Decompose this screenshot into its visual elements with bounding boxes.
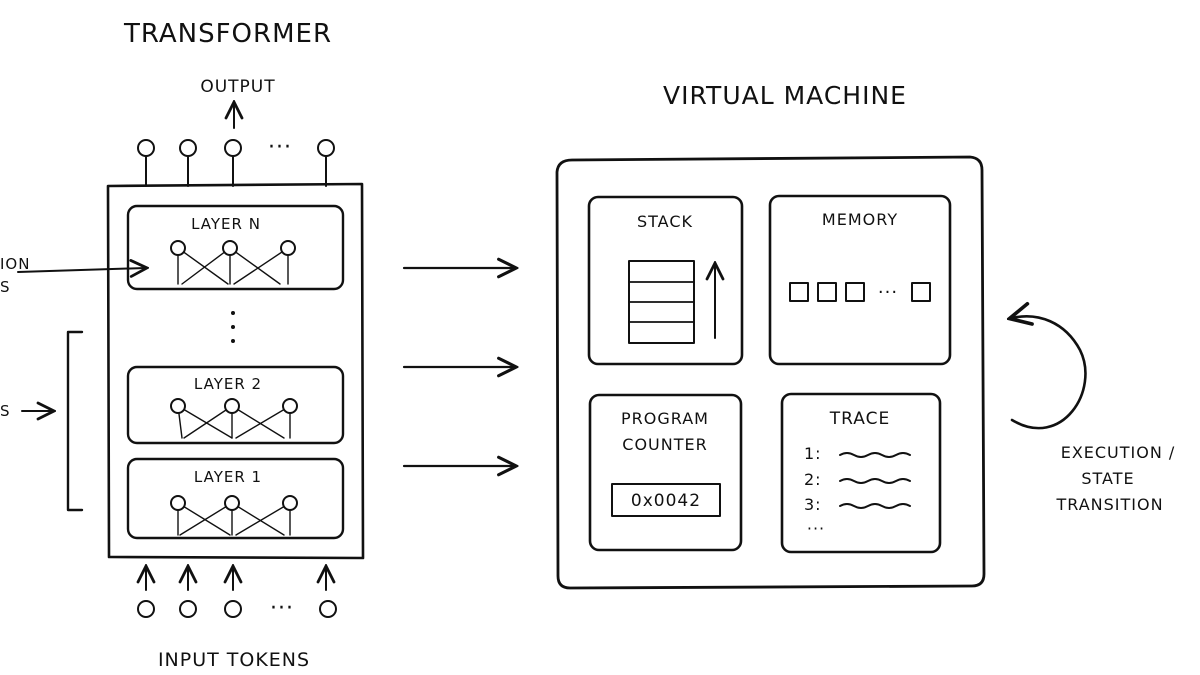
trace-squiggles <box>839 452 911 509</box>
input-node <box>224 600 242 618</box>
left-label-top-line2: S <box>0 278 11 296</box>
trace-label: TRACE <box>829 409 890 429</box>
trace-item-2: 2: <box>804 470 822 489</box>
input-arrows <box>146 568 326 591</box>
layer-2-box: LAYER 2 <box>126 365 345 445</box>
input-tokens-label: INPUT TOKENS <box>158 649 310 671</box>
transformer-title: TRANSFORMER <box>123 19 332 49</box>
layer-2-label: LAYER 2 <box>194 375 262 393</box>
transformer-frame <box>106 182 365 560</box>
stack-cells <box>628 260 695 344</box>
input-node <box>137 600 155 618</box>
input-ellipsis: ··· <box>270 596 294 621</box>
vm-frame <box>555 155 986 590</box>
left-label-top-arrow <box>17 268 145 272</box>
layer-1-network <box>170 495 298 536</box>
trace-item-1: 1: <box>804 444 822 463</box>
mapping-arrows <box>402 268 514 466</box>
memory-box: MEMORY ··· <box>768 194 952 366</box>
layer-n-box: LAYER N <box>126 204 345 291</box>
memory-ellipsis: ··· <box>878 282 898 303</box>
input-nodes <box>137 600 337 618</box>
output-nodes <box>137 139 335 187</box>
output-node <box>224 139 242 157</box>
layer-ellipsis-dots <box>231 311 235 343</box>
output-node <box>137 139 155 157</box>
program-counter-box: PROGRAM COUNTER 0x0042 <box>588 393 743 552</box>
pc-value-box <box>611 483 721 517</box>
stack-label: STACK <box>637 212 693 231</box>
output-node <box>317 139 335 157</box>
layer-bracket <box>66 330 84 512</box>
output-ellipsis: ··· <box>268 135 292 160</box>
loop-label-line3: TRANSITION <box>1055 495 1163 514</box>
output-node <box>179 139 197 157</box>
loop-label-line2: STATE <box>1081 469 1134 488</box>
input-node <box>319 600 337 618</box>
memory-label: MEMORY <box>822 210 898 229</box>
layer-2-network <box>170 398 298 439</box>
layer-n-network <box>170 240 296 285</box>
pc-label-line2: COUNTER <box>622 435 707 454</box>
layer-1-box: LAYER 1 <box>126 457 345 540</box>
pc-value: 0x0042 <box>631 491 701 511</box>
execution-loop-arrow <box>1012 316 1087 430</box>
left-label-top-line1: ION <box>0 255 30 273</box>
stack-box: STACK <box>587 195 744 366</box>
loop-label-line1: EXECUTION / <box>1061 443 1176 462</box>
pc-label-line1: PROGRAM <box>621 409 709 428</box>
memory-cells <box>789 282 931 302</box>
vm-title: VIRTUAL MACHINE <box>663 81 907 110</box>
left-label-mid: S <box>0 402 11 420</box>
layer-1-label: LAYER 1 <box>194 468 262 486</box>
input-node <box>179 600 197 618</box>
output-label: OUTPUT <box>200 77 275 97</box>
trace-item-3: 3: <box>804 495 822 514</box>
trace-more: ··· <box>807 519 825 538</box>
layer-n-label: LAYER N <box>191 215 261 233</box>
trace-box: TRACE 1: 2: 3: ··· <box>780 392 942 554</box>
